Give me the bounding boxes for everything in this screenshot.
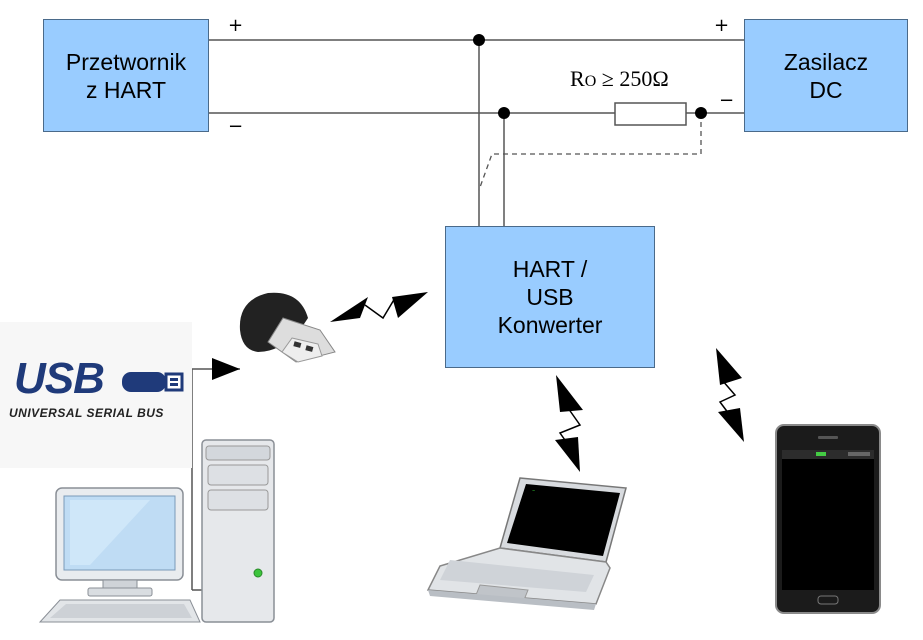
resistor: [614, 102, 687, 126]
converter-label-line1: HART /: [512, 256, 588, 282]
wireless-link-laptop: [555, 375, 583, 472]
usb-wordmark: USB: [14, 354, 105, 403]
converter-box: HART / USB Konwerter: [445, 226, 655, 368]
junction-dot: [498, 107, 510, 119]
power-supply-box: Zasilacz DC: [744, 19, 908, 132]
resistor-symbol: R: [570, 66, 585, 91]
junction-dot: [473, 34, 485, 46]
junction-dot: [695, 107, 707, 119]
transmitter-label-line2: z HART: [85, 76, 167, 103]
resistor-subscript: O: [584, 73, 597, 90]
transmitter-plus-sign: +: [228, 15, 244, 36]
svg-text:~: ~: [532, 488, 536, 494]
usb-subtitle: UNIVERSAL SERIAL BUS: [9, 406, 164, 420]
supply-plus-sign: +: [714, 15, 730, 36]
resistor-value: ≥ 250Ω: [596, 66, 669, 91]
usb-plug-icon: [122, 372, 184, 392]
laptop-icon: ~: [426, 477, 627, 610]
converter-label-line3: Konwerter: [497, 312, 603, 338]
converter-lead-alt-dashed: [478, 113, 702, 191]
converter-label-line2: USB: [526, 284, 574, 310]
usb-logo: USB UNIVERSAL SERIAL BUS: [0, 322, 192, 468]
bluetooth-dongle-icon: [239, 292, 336, 363]
usb-arrow-dongle: [212, 358, 240, 380]
transmitter-label-line1: Przetwornik: [65, 48, 187, 75]
pc-tower-icon: [201, 439, 275, 623]
power-supply-label-line2: DC: [809, 76, 843, 103]
monitor-icon: [55, 487, 184, 597]
power-supply-label-line1: Zasilacz: [783, 48, 869, 75]
transmitter-box: Przetwornik z HART: [43, 19, 209, 132]
wireless-link-dongle: [330, 292, 428, 322]
resistor-label: RO ≥ 250Ω: [570, 66, 669, 92]
wireless-link-phone: [716, 348, 744, 442]
transmitter-minus-sign: −: [228, 116, 244, 137]
keyboard-icon: [38, 599, 201, 623]
smartphone-icon: [775, 424, 881, 614]
supply-minus-sign: −: [719, 90, 735, 111]
